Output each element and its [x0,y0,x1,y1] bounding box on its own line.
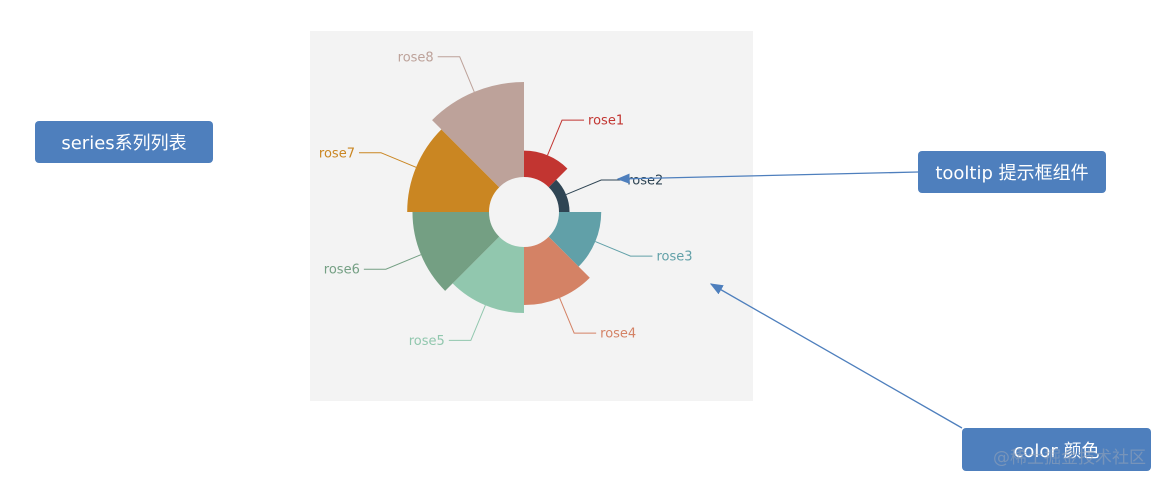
rose-label-rose2: rose2 [627,174,663,189]
rose-label-rose1: rose1 [588,114,624,129]
tooltip-arrow [616,171,919,184]
rose-sector-rose4[interactable] [524,236,590,306]
rose-sector-rose1[interactable] [524,150,568,188]
rose-sector-rose6[interactable] [412,212,500,291]
rose-label-rose4: rose4 [600,327,636,342]
leader-line-rose8 [437,56,475,93]
rose-sector-rose2[interactable] [548,179,570,212]
watermark: @稀土掘金技术社区 [993,448,1146,468]
leader-line-rose2 [565,179,624,196]
rose-sector-rose8[interactable] [432,82,524,188]
rose-label-rose8: rose8 [398,50,434,65]
chart-panel [310,31,753,401]
leader-line-rose5 [448,305,486,341]
rose-sector-rose7[interactable] [407,129,500,212]
rose-label-rose5: rose5 [409,334,445,349]
leader-line-rose3 [595,241,653,257]
rose-label-rose6: rose6 [324,263,360,278]
color-callout: color 颜色 [962,428,1151,471]
rose-label-rose7: rose7 [319,146,355,161]
rose-sector-rose3[interactable] [548,212,602,267]
leader-line-rose1 [547,119,585,156]
tooltip-callout: tooltip 提示框组件 [918,151,1106,193]
leader-line-rose6 [363,254,422,270]
series-callout: series系列列表 [35,121,213,163]
leader-line-rose7 [358,152,417,168]
color-arrow [709,283,963,429]
rose-label-rose3: rose3 [656,250,692,265]
leader-line-rose4 [559,297,597,334]
rose-sector-rose5[interactable] [452,236,524,313]
